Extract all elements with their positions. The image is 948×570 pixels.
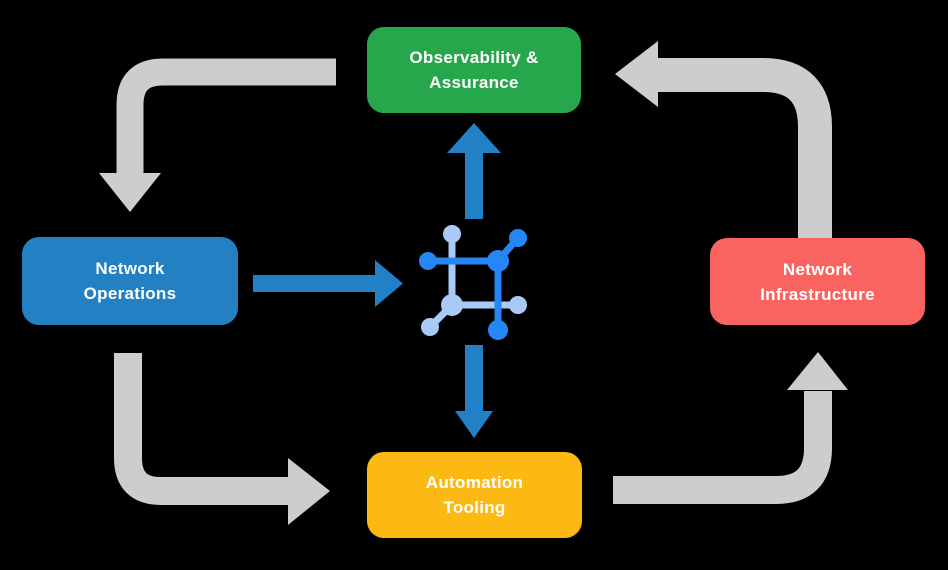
node-network-operations: Network Operations (22, 237, 238, 325)
node-label-line: Infrastructure (760, 284, 875, 304)
network-mesh-icon-secondary-strokes (421, 225, 527, 336)
node-label-line: Network (95, 259, 165, 278)
network-mesh-icon-primary-strokes (419, 229, 527, 340)
node-label-line: Assurance (429, 73, 519, 92)
node-label-line: Automation (425, 473, 524, 492)
network-mesh-icon (419, 225, 527, 340)
node-label-line: Operations (83, 284, 177, 303)
data-arrow-center-to-automation (455, 345, 493, 438)
flow-arrow-automation-to-infrastructure (613, 352, 848, 504)
node-automation-tooling: Automation Tooling (367, 452, 582, 538)
data-arrow-center-to-observability (447, 123, 501, 219)
node-label-line: Network (782, 259, 853, 279)
node-observability-assurance: Observability & Assurance (367, 27, 581, 113)
flow-arrow-observability-to-operations (99, 58, 336, 212)
node-network-infrastructure: Network Infrastructure (710, 238, 925, 325)
node-label-line: Observability & (409, 48, 539, 67)
flow-arrow-infrastructure-to-observability (615, 41, 832, 244)
node-label-line: Tooling (443, 498, 506, 517)
data-arrow-operations-to-center (253, 260, 403, 307)
flow-arrow-operations-to-automation (114, 353, 330, 525)
